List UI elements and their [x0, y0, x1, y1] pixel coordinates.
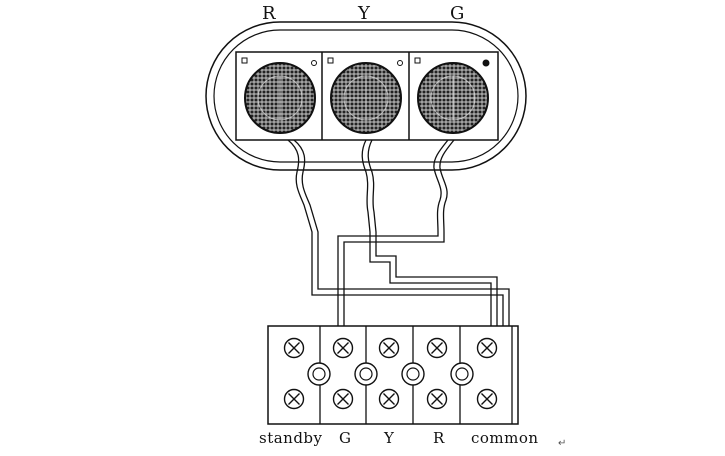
terminal-block [267, 325, 519, 425]
housing-inner [213, 29, 519, 163]
lamp-green-marker [414, 57, 421, 64]
lamp-yellow [327, 57, 403, 134]
terminal-label-standby: standby [259, 429, 323, 447]
terminal-label-yellow: Y [384, 429, 395, 447]
cables [287, 139, 510, 326]
paragraph-mark: ↵ [558, 438, 567, 449]
housing-outer [205, 21, 527, 171]
lamp-red-marker [241, 57, 248, 64]
terminal-label-red: R [433, 429, 445, 447]
signal-label-green: G [450, 3, 465, 24]
lamp-green [414, 57, 490, 134]
signal-label-red: R [262, 3, 276, 24]
lamp-red [241, 57, 317, 134]
signal-label-yellow: Y [358, 3, 370, 24]
terminal-bridges [307, 362, 474, 386]
lamp-yellow-marker [327, 57, 334, 64]
terminal-label-common: common [471, 429, 539, 447]
terminal-label-green: G [339, 429, 352, 447]
